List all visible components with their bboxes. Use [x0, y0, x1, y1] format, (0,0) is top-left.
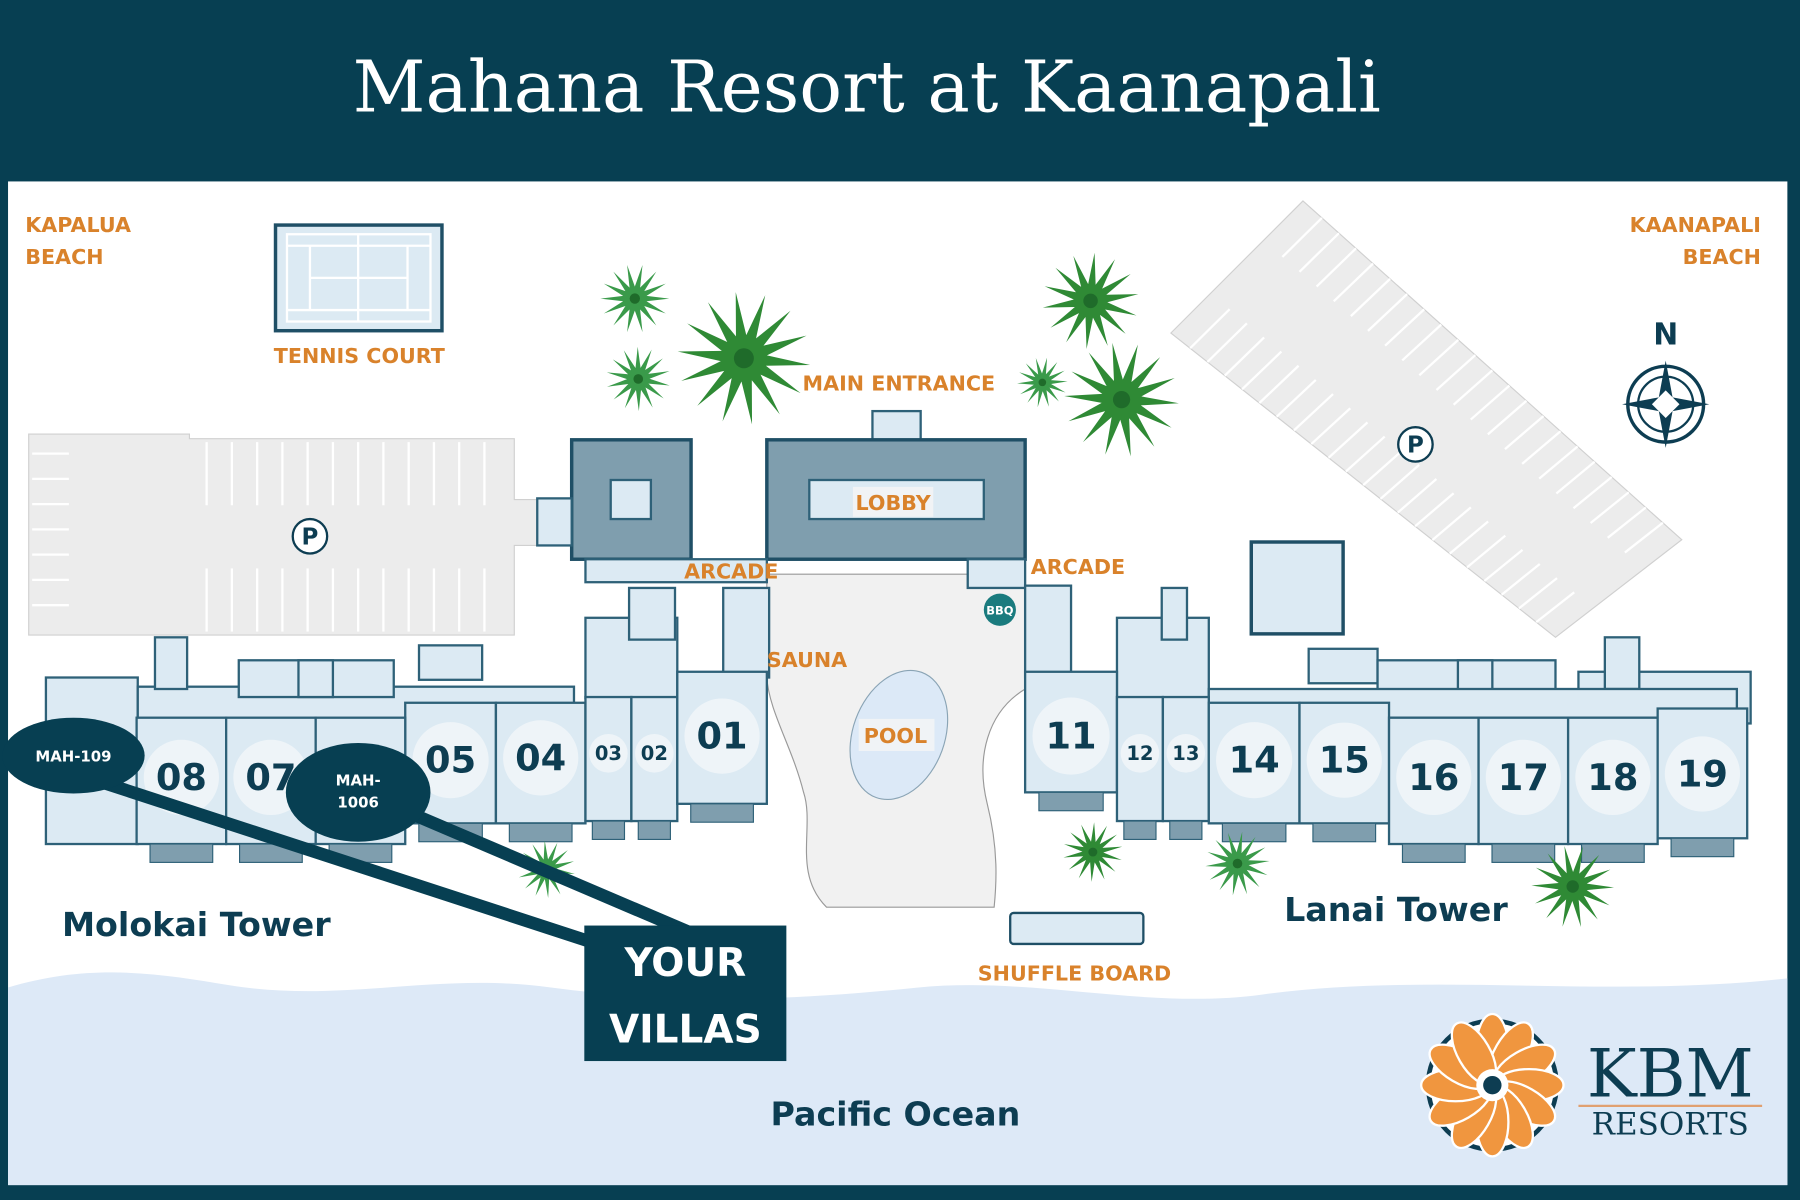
main-entrance-label: MAIN ENTRANCE — [803, 371, 996, 395]
tennis-court-label: TENNIS COURT — [274, 344, 445, 368]
kbm-resorts-logo: KBM RESORTS — [1420, 1012, 1763, 1158]
callout-line-1: YOUR — [623, 941, 746, 986]
parking-lot-right: P — [1170, 200, 1683, 639]
compass-icon: N — [1622, 317, 1710, 448]
logo-sub: RESORTS — [1592, 1107, 1749, 1143]
unit-label: 17 — [1498, 756, 1549, 799]
north-label: N — [1653, 317, 1678, 352]
unit-label: 19 — [1677, 752, 1728, 795]
shuffle-board — [1009, 911, 1145, 946]
marker-line-109 — [95, 774, 645, 965]
palm-trees — [518, 252, 1615, 928]
unit-label: 18 — [1587, 756, 1638, 799]
villa-marker-label-2: 1006 — [337, 793, 378, 811]
parking-symbol-left: P — [302, 524, 319, 550]
kaanapali-beach-label-2: BEACH — [1683, 245, 1761, 269]
villa-marker-mah-109[interactable]: MAH-109 — [2, 717, 145, 794]
lobby-building — [536, 409, 1027, 590]
tennis-court — [273, 223, 444, 333]
page-title: Mahana Resort at Kaanapali — [353, 45, 1381, 128]
unit-label: 01 — [697, 715, 748, 758]
marker-line-1006 — [399, 803, 709, 946]
right-building — [1249, 540, 1345, 636]
kapalua-beach-label-2: BEACH — [25, 245, 103, 269]
parking-lot-left: P — [28, 433, 538, 636]
unit-label: 12 — [1126, 742, 1153, 765]
arcade-right-label: ARCADE — [1031, 555, 1125, 579]
your-villas-callout: YOUR VILLAS — [584, 925, 787, 1062]
lanai-tower-label: Lanai Tower — [1284, 890, 1508, 929]
unit-label: 05 — [425, 739, 476, 782]
pool-label: POOL — [864, 724, 927, 748]
villa-marker-label: MAH-109 — [35, 747, 111, 765]
shuffle-board-label: SHUFFLE BOARD — [978, 962, 1171, 986]
unit-label: 13 — [1172, 742, 1199, 765]
bbq-label: BBQ — [986, 603, 1013, 617]
villa-marker-mah-1006[interactable]: MAH- 1006 — [285, 742, 431, 842]
pacific-ocean-label: Pacific Ocean — [771, 1094, 1021, 1133]
lobby-label: LOBBY — [855, 491, 931, 515]
kapalua-beach-label: KAPALUA — [25, 213, 131, 237]
lanai-tower-building: 11 12 13 14 15 16 17 18 19 — [1023, 584, 1752, 863]
villa-marker-label-1: MAH- — [336, 771, 381, 789]
sauna-label: SAUNA — [767, 648, 847, 672]
arcade-left-label: ARCADE — [684, 560, 778, 584]
molokai-tower-label: Molokai Tower — [62, 905, 331, 944]
unit-label: 03 — [595, 742, 622, 765]
unit-label: 14 — [1229, 739, 1280, 782]
bbq-marker: BBQ — [983, 593, 1016, 626]
logo-name: KBM — [1587, 1035, 1754, 1113]
unit-label: 15 — [1319, 739, 1370, 782]
unit-label: 02 — [641, 742, 668, 765]
unit-label: 08 — [156, 756, 207, 799]
parking-symbol-right: P — [1407, 432, 1424, 458]
unit-label: 16 — [1408, 756, 1459, 799]
ocean — [8, 972, 1788, 1186]
kaanapali-beach-label: KAANAPALI — [1630, 213, 1761, 237]
callout-line-2: VILLAS — [609, 1008, 762, 1053]
unit-label: 11 — [1045, 715, 1096, 758]
unit-label: 04 — [515, 736, 566, 779]
